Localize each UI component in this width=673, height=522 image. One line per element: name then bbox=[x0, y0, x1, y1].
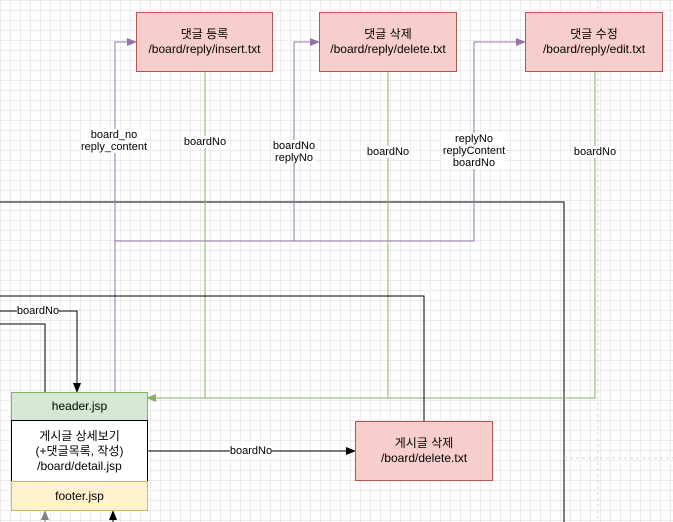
footer-node[interactable]: footer.jsp bbox=[11, 481, 148, 511]
edge-delete-to-left bbox=[0, 295, 425, 421]
detail-line1: 게시글 상세보기 bbox=[39, 428, 120, 443]
label-edit-param-3: boardNo bbox=[452, 157, 496, 169]
label-edit-param-1: replyNo bbox=[455, 133, 493, 145]
detail-node[interactable]: 게시글 상세보기 (+댓글목록, 작성) /board/detail.jsp bbox=[11, 420, 148, 482]
reply-edit-node[interactable]: 댓글 수정 /board/reply/edit.txt bbox=[525, 12, 663, 72]
detail-line2: (+댓글목록, 작성) bbox=[35, 443, 124, 458]
board-delete-node[interactable]: 게시글 삭제 /board/delete.txt bbox=[355, 421, 493, 481]
label-delete-boardno: boardNo bbox=[366, 146, 410, 158]
edge-boardno-to-header bbox=[0, 310, 81, 393]
edge-left-loop bbox=[0, 323, 46, 392]
detail-line3: /board/detail.jsp bbox=[37, 458, 122, 473]
board-delete-title: 게시글 삭제 bbox=[394, 436, 454, 450]
label-insert-param-1: board_no bbox=[90, 129, 138, 141]
reply-insert-title: 댓글 등록 bbox=[180, 27, 229, 41]
label-delete-params: boardNo replyNo bbox=[272, 140, 316, 164]
reply-edit-title: 댓글 수정 bbox=[570, 27, 618, 41]
board-delete-path: /board/delete.txt bbox=[380, 451, 468, 465]
label-delete-param-1: boardNo bbox=[272, 140, 316, 152]
reply-edit-path: /board/reply/edit.txt bbox=[542, 42, 646, 56]
label-edit-param-2: replyContent bbox=[442, 145, 506, 157]
label-edit-params: replyNo replyContent boardNo bbox=[442, 133, 506, 169]
header-label: header.jsp bbox=[51, 399, 108, 413]
label-left-boardno: boardNo bbox=[16, 305, 60, 317]
label-insert-params: board_no reply_content bbox=[80, 129, 148, 153]
label-delete-param-2: replyNo bbox=[275, 152, 313, 164]
reply-delete-node[interactable]: 댓글 삭제 /board/reply/delete.txt bbox=[319, 12, 457, 72]
container-frame bbox=[0, 201, 565, 522]
label-detail-boardno: boardNo bbox=[229, 445, 273, 457]
edge-edit-return bbox=[146, 72, 596, 402]
edge-insert bbox=[114, 38, 137, 392]
label-insert-boardno: boardNo bbox=[183, 136, 227, 148]
reply-insert-path: /board/reply/insert.txt bbox=[148, 42, 261, 56]
label-edit-boardno: boardNo bbox=[573, 146, 617, 158]
reply-delete-path: /board/reply/delete.txt bbox=[330, 42, 446, 56]
label-insert-param-2: reply_content bbox=[80, 141, 148, 153]
reply-delete-title: 댓글 삭제 bbox=[364, 27, 412, 41]
header-node[interactable]: header.jsp bbox=[11, 392, 148, 421]
reply-insert-node[interactable]: 댓글 등록 /board/reply/insert.txt bbox=[136, 12, 273, 72]
footer-label: footer.jsp bbox=[55, 488, 104, 503]
